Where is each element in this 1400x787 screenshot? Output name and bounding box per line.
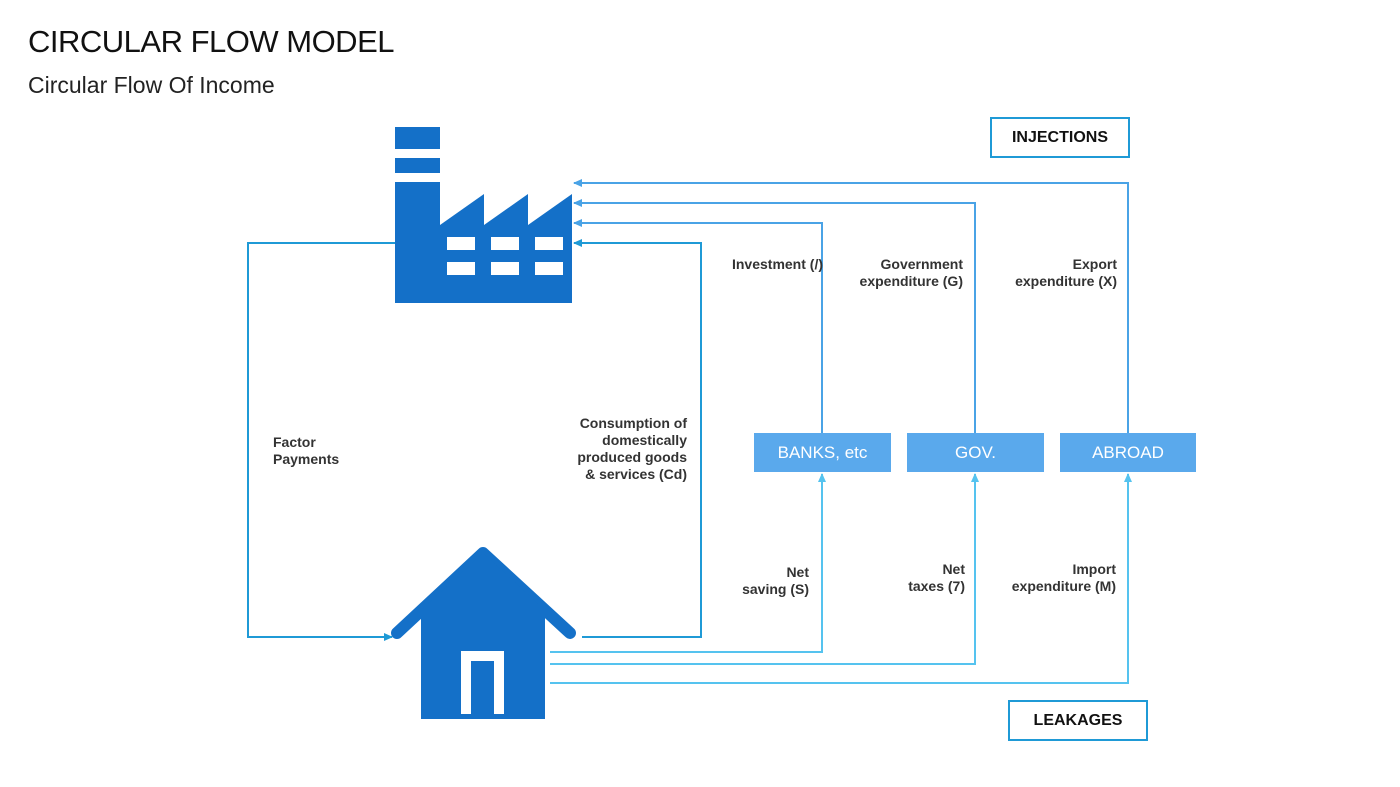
saving-flow bbox=[550, 473, 826, 653]
export-flow bbox=[573, 179, 1129, 433]
factor-payments-flow bbox=[247, 242, 395, 641]
banks-box: BANKS, etc bbox=[754, 433, 891, 472]
gov-box: GOV. bbox=[907, 433, 1044, 472]
government-flow bbox=[573, 199, 976, 433]
factory-icon bbox=[395, 127, 572, 303]
consumption-flow bbox=[573, 239, 702, 638]
investment-label: Investment (/) bbox=[731, 256, 823, 272]
investment-flow bbox=[573, 219, 823, 433]
abroad-box: ABROAD bbox=[1060, 433, 1196, 472]
house-icon bbox=[391, 547, 576, 719]
injections-tag: INJECTIONS bbox=[990, 117, 1130, 158]
slide-subtitle: Circular Flow Of Income bbox=[28, 72, 275, 98]
leakages-tag: LEAKAGES bbox=[1008, 700, 1148, 741]
slide-title: CIRCULAR FLOW MODEL bbox=[28, 24, 394, 59]
taxes-flow bbox=[550, 473, 979, 665]
import-flow bbox=[550, 473, 1132, 684]
